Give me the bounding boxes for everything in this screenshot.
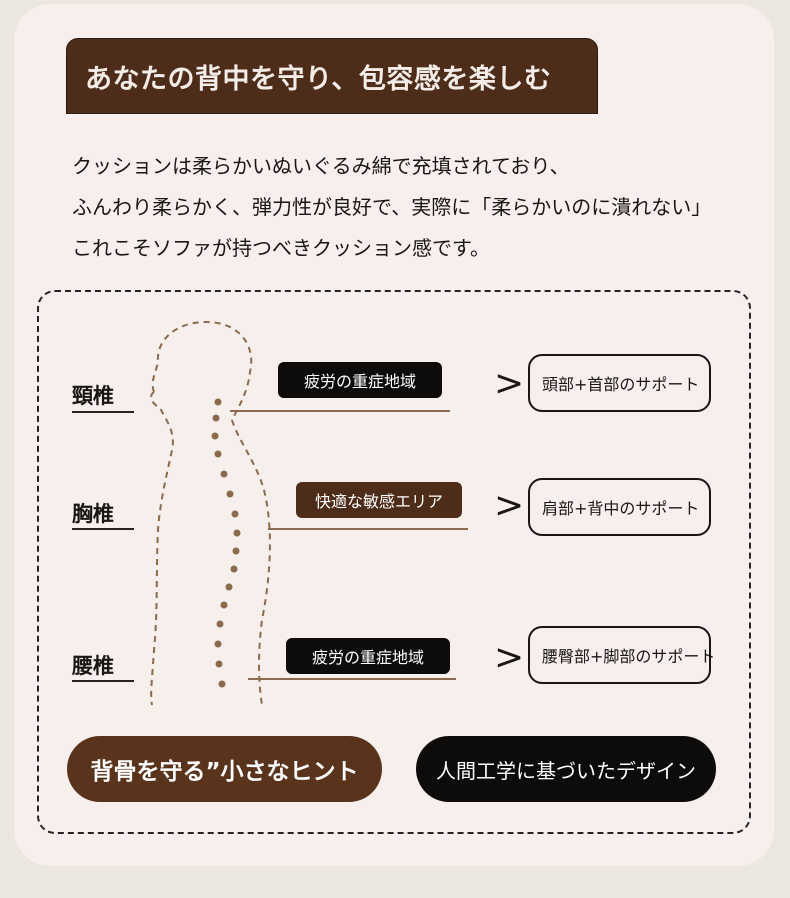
intro-line: ふんわり柔らかく、弾力性が良好で、実際に「柔らかいのに潰れない」 <box>72 195 712 219</box>
spine-dots <box>211 398 241 688</box>
page-title: あなたの背中を守り、包容感を楽しむ <box>85 63 552 95</box>
pointer-line <box>230 410 450 412</box>
pointer-line <box>268 528 468 530</box>
region-underline <box>72 680 134 682</box>
intro-line: これこそソファが持つべきクッション感です。 <box>72 236 490 260</box>
intro-text: クッションは柔らかいぬいぐるみ綿で充填されており、 ふんわり柔らかく、弾力性が良… <box>72 146 788 269</box>
chevron-right-icon: > <box>494 485 525 526</box>
region-label-lumbar: 腰椎 <box>72 654 114 678</box>
pointer-line <box>248 678 456 680</box>
region-tag: 快適な敏感エリア <box>296 482 462 518</box>
content-card <box>14 4 774 866</box>
ergonomic-design-pill: 人間工学に基づいたデザイン <box>416 736 716 802</box>
intro-line: クッションは柔らかいぬいぐるみ綿で充填されており、 <box>72 154 570 178</box>
region-underline <box>72 528 134 530</box>
support-box: 頭部+首部のサポート <box>528 354 711 412</box>
region-label-thoracic: 胸椎 <box>72 502 114 526</box>
region-underline <box>72 411 134 413</box>
region-label-cervical: 頸椎 <box>72 384 114 408</box>
title-banner: あなたの背中を守り、包容感を楽しむ <box>66 38 598 114</box>
back-outline <box>150 391 174 706</box>
spine-hint-pill: 背骨を守る”小さなヒント <box>67 736 382 802</box>
spine-diagram-frame <box>37 290 751 834</box>
chevron-right-icon: > <box>494 637 525 678</box>
head-outline <box>151 320 271 706</box>
support-box: 腰臀部+脚部のサポート <box>528 626 715 684</box>
chevron-right-icon: > <box>494 363 525 404</box>
region-tag: 疲労の重症地域 <box>286 638 450 674</box>
region-tag: 疲労の重症地域 <box>278 362 442 398</box>
support-box: 肩部+背中のサポート <box>528 478 711 536</box>
